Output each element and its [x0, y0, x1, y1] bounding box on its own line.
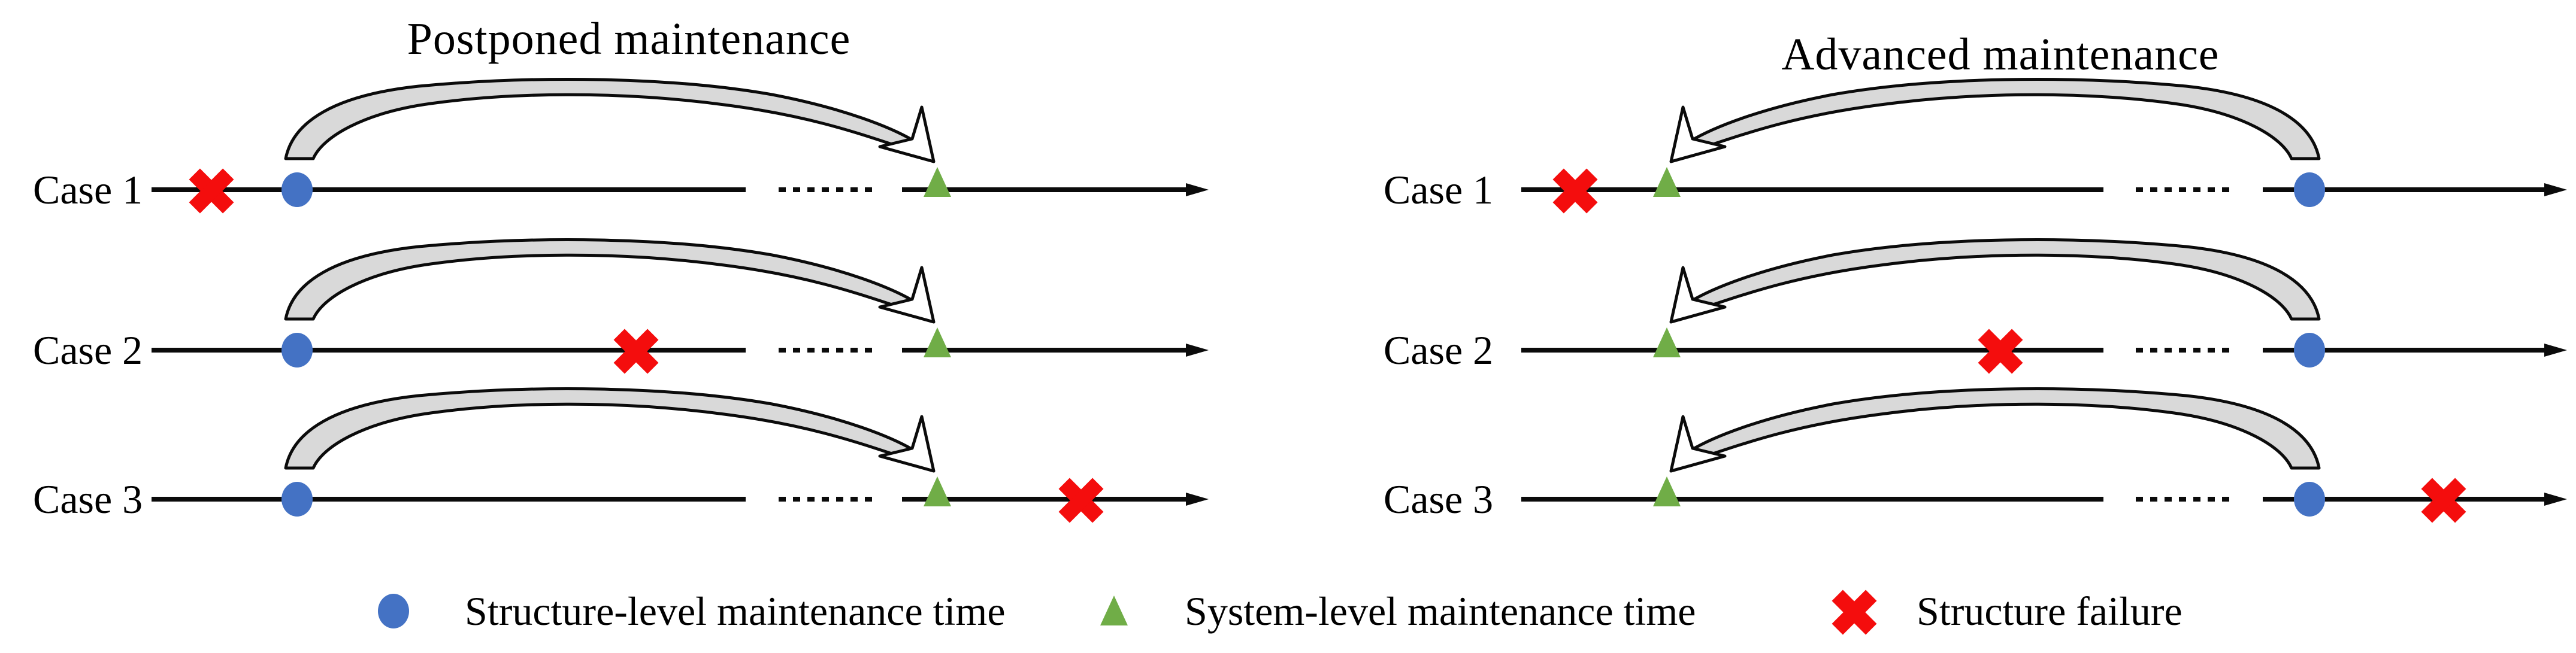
case-label: Case 3 [33, 476, 143, 522]
arrow-head [878, 266, 936, 324]
case-label: Case 2 [1384, 327, 1494, 373]
advance-arrow [1647, 387, 2324, 474]
failure-x-icon [2421, 478, 2466, 523]
system-maintenance-marker [1100, 596, 1128, 625]
timeline-dashed-segment [2136, 187, 2234, 192]
structure-maintenance-marker [281, 482, 313, 517]
legend-label: Structure-level maintenance time [465, 588, 1006, 634]
failure-x-icon [1978, 329, 2023, 374]
failure-x-icon [1552, 168, 1598, 214]
failure-marker [187, 167, 235, 215]
timeline-arrowhead-icon [2544, 181, 2568, 199]
timeline-dashed-segment [2136, 348, 2234, 353]
postpone-arrow [281, 78, 958, 165]
failure-marker [612, 327, 660, 375]
case-label: Case 1 [33, 167, 143, 212]
structure-maintenance-marker [2294, 172, 2325, 207]
timeline-dashed-segment [2136, 497, 2234, 502]
failure-marker [1830, 588, 1878, 636]
timeline-arrowhead-icon [2544, 490, 2568, 508]
arrow-ribbon [284, 387, 916, 470]
arrow-head [878, 105, 936, 163]
postpone-arrow [281, 238, 958, 325]
timeline-arrowhead-icon [1186, 181, 1210, 199]
advance-arrow [1647, 78, 2324, 165]
failure-x-icon [1058, 478, 1104, 523]
structure-maintenance-marker [378, 594, 409, 628]
timeline-segment [152, 348, 746, 353]
arrow-head [1669, 105, 1727, 163]
timeline-segment [902, 497, 1188, 502]
arrow-ribbon [1688, 238, 2321, 321]
failure-marker [1551, 167, 1599, 215]
postpone-arrow [281, 387, 958, 474]
arrow-head [878, 415, 936, 473]
failure-marker [1976, 327, 2024, 375]
timeline-arrowhead-icon [1186, 490, 1210, 508]
structure-maintenance-marker [281, 172, 313, 207]
timeline-segment [2263, 187, 2547, 192]
arrow-ribbon [1688, 78, 2321, 160]
timeline-dashed-segment [779, 497, 874, 502]
timeline-segment [152, 497, 746, 502]
timeline-arrowhead-icon [1186, 341, 1210, 359]
timeline-segment [2263, 348, 2547, 353]
case-label: Case 3 [1384, 476, 1494, 522]
panel-title: Advanced maintenance [1781, 29, 2220, 80]
failure-x-icon [189, 168, 234, 214]
structure-maintenance-marker [2294, 333, 2325, 367]
arrow-ribbon [284, 238, 916, 321]
timeline-segment [1521, 187, 2103, 192]
legend-label: Structure failure [1917, 588, 2183, 634]
timeline-arrowhead-icon [2544, 341, 2568, 359]
case-label: Case 2 [33, 327, 143, 373]
timeline-segment [152, 187, 746, 192]
timeline-dashed-segment [779, 348, 874, 353]
case-label: Case 1 [1384, 167, 1494, 212]
timeline-segment [902, 348, 1188, 353]
timeline-segment [1521, 348, 2103, 353]
advance-arrow [1647, 238, 2324, 325]
timeline-segment [2263, 497, 2547, 502]
panel-title: Postponed maintenance [407, 14, 851, 64]
system-maintenance-marker [1653, 167, 1681, 197]
arrow-ribbon [284, 78, 916, 160]
legend-label: System-level maintenance time [1185, 588, 1696, 634]
system-maintenance-marker [1653, 327, 1681, 357]
timeline-dashed-segment [779, 187, 874, 192]
structure-maintenance-marker [2294, 482, 2325, 517]
structure-maintenance-marker [281, 333, 313, 367]
system-maintenance-marker [1653, 476, 1681, 506]
system-maintenance-marker [924, 327, 951, 357]
failure-x-icon [1832, 590, 1877, 635]
arrow-head [1669, 266, 1727, 324]
timeline-segment [1521, 497, 2103, 502]
system-maintenance-marker [924, 167, 951, 197]
timeline-segment [902, 187, 1188, 192]
failure-x-icon [613, 329, 659, 374]
arrow-ribbon [1688, 387, 2321, 470]
system-maintenance-marker [924, 476, 951, 506]
arrow-head [1669, 415, 1727, 473]
failure-marker [1057, 476, 1105, 524]
failure-marker [2420, 476, 2468, 524]
